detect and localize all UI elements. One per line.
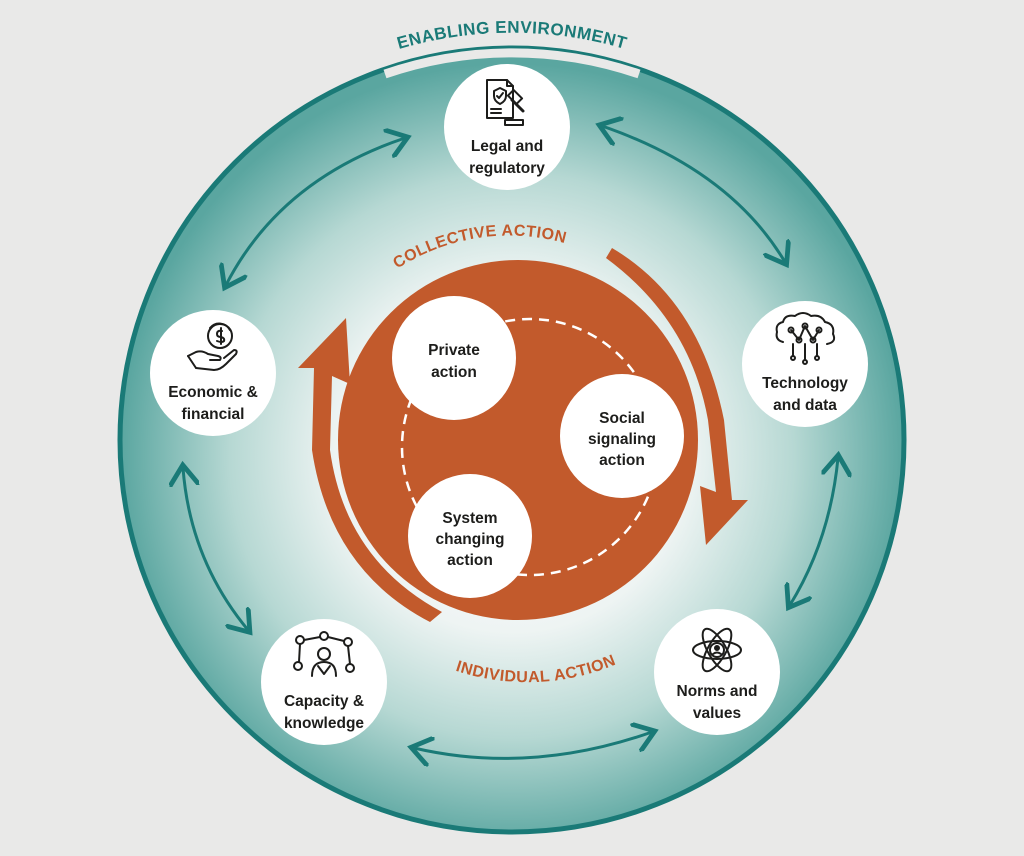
title-gap bbox=[383, 48, 641, 79]
hand-coin-icon bbox=[187, 322, 238, 371]
action-system-line-3: action bbox=[447, 552, 493, 569]
node-legal: Legal and regulatory bbox=[444, 64, 570, 190]
arrow-legal-economic bbox=[226, 138, 405, 285]
legal-gavel-document-icon bbox=[486, 79, 525, 126]
action-private-line-2: action bbox=[431, 364, 477, 381]
network-person-icon bbox=[293, 631, 355, 677]
node-economic: Economic & financial bbox=[150, 310, 276, 436]
node-technology-line-1: Technology bbox=[762, 375, 848, 392]
action-social-line-2: signaling bbox=[588, 431, 656, 448]
connector-arrows bbox=[183, 126, 838, 758]
orange-arrow-right bbox=[606, 248, 748, 545]
node-capacity-line-2: knowledge bbox=[284, 715, 364, 732]
action-social: Social signaling action bbox=[560, 374, 684, 498]
atom-person-icon bbox=[692, 627, 742, 673]
action-social-line-1: Social bbox=[599, 410, 645, 427]
node-legal-line-2: regulatory bbox=[469, 160, 545, 177]
node-capacity-line-1: Capacity & bbox=[284, 693, 364, 710]
node-capacity: Capacity & knowledge bbox=[261, 619, 387, 745]
node-technology-line-2: and data bbox=[773, 397, 837, 414]
orange-cycle-arrows bbox=[298, 248, 748, 622]
action-social-line-3: action bbox=[599, 452, 645, 469]
orange-arrow-left bbox=[298, 318, 442, 622]
node-norms-line-2: values bbox=[693, 705, 741, 722]
action-system-line-1: System bbox=[442, 510, 497, 527]
arrow-legal-technology bbox=[602, 126, 785, 262]
node-economic-line-1: Economic & bbox=[168, 384, 258, 401]
action-private: Private action bbox=[392, 296, 516, 420]
node-economic-line-2: financial bbox=[182, 406, 245, 423]
action-system-line-2: changing bbox=[436, 531, 505, 548]
ai-brain-circuit-icon bbox=[775, 312, 836, 365]
node-legal-line-1: Legal and bbox=[471, 138, 543, 155]
arrow-norms-capacity bbox=[414, 732, 652, 758]
node-technology: Technology and data bbox=[742, 301, 868, 427]
node-norms: Norms and values bbox=[654, 609, 780, 735]
action-system: System changing action bbox=[408, 474, 532, 598]
node-norms-line-1: Norms and bbox=[677, 683, 758, 700]
action-private-line-1: Private bbox=[428, 342, 480, 359]
arrow-technology-norms bbox=[790, 458, 838, 605]
arrow-capacity-economic bbox=[183, 468, 248, 630]
